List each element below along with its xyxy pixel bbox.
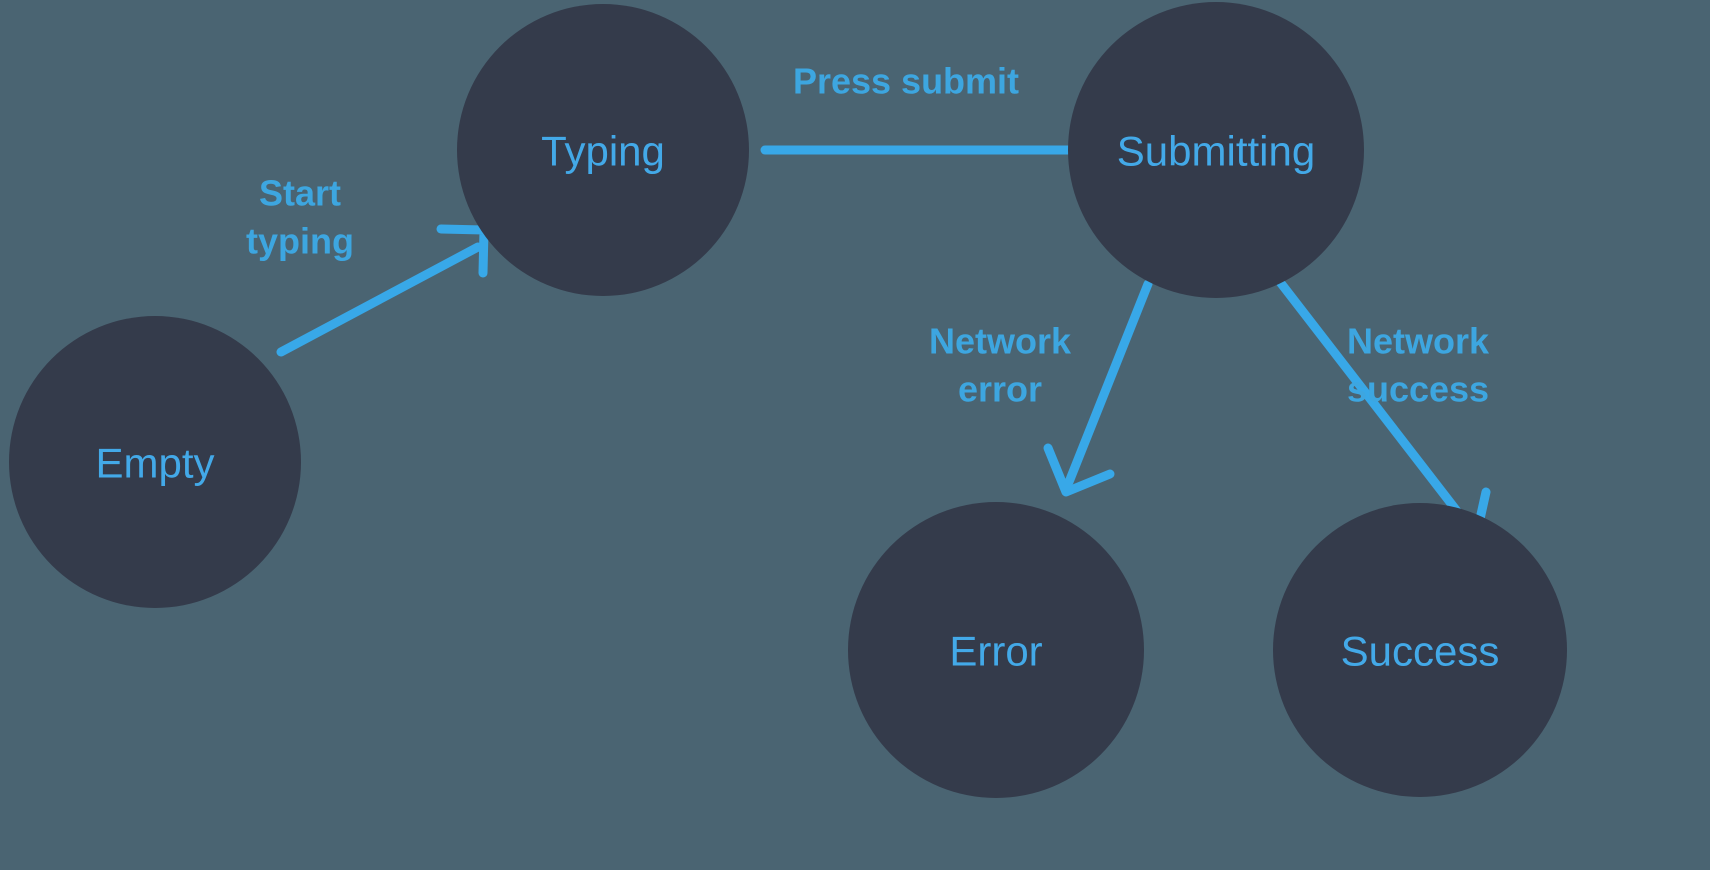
edge-submitting-to-error-arrowhead bbox=[1043, 443, 1115, 497]
state-node-empty[interactable]: Empty bbox=[9, 316, 301, 608]
edge-label-start-typing-line1: Start bbox=[259, 173, 341, 214]
edge-label-press-submit: Press submit bbox=[793, 61, 1019, 102]
edge-label-start-typing: Start typing bbox=[246, 173, 354, 262]
state-node-submitting-circle[interactable] bbox=[1068, 2, 1364, 298]
edge-label-start-typing-line2: typing bbox=[246, 221, 354, 262]
state-node-empty-label: Empty bbox=[95, 440, 214, 487]
state-node-submitting[interactable]: Submitting bbox=[1068, 2, 1364, 298]
edge-label-press-submit-line1: Press submit bbox=[793, 61, 1019, 102]
state-node-submitting-label: Submitting bbox=[1117, 128, 1315, 175]
state-node-typing-label: Typing bbox=[541, 128, 665, 175]
edge-label-network-success: Network success bbox=[1347, 321, 1490, 410]
state-node-error-circle[interactable] bbox=[848, 502, 1144, 798]
edge-label-network-error-line1: Network bbox=[929, 321, 1072, 362]
edge-submitting-to-success-line bbox=[1275, 277, 1475, 533]
edge-label-network-error-line2: error bbox=[958, 369, 1042, 410]
edge-submitting-to-error bbox=[1043, 279, 1153, 497]
edge-label-network-success-line1: Network bbox=[1347, 321, 1490, 362]
state-node-typing[interactable]: Typing bbox=[457, 4, 749, 296]
state-node-success-label: Success bbox=[1341, 628, 1500, 675]
edge-label-network-error: Network error bbox=[929, 321, 1072, 410]
state-node-typing-circle[interactable] bbox=[457, 4, 749, 296]
state-node-error[interactable]: Error bbox=[848, 502, 1144, 798]
state-node-empty-circle[interactable] bbox=[9, 316, 301, 608]
state-node-success[interactable]: Success bbox=[1273, 503, 1567, 797]
edge-empty-to-typing-line bbox=[276, 242, 483, 357]
state-node-error-label: Error bbox=[949, 628, 1042, 675]
state-node-success-circle[interactable] bbox=[1273, 503, 1567, 797]
edge-submitting-to-error-line bbox=[1064, 279, 1153, 487]
edge-label-network-success-line2: success bbox=[1347, 369, 1489, 410]
